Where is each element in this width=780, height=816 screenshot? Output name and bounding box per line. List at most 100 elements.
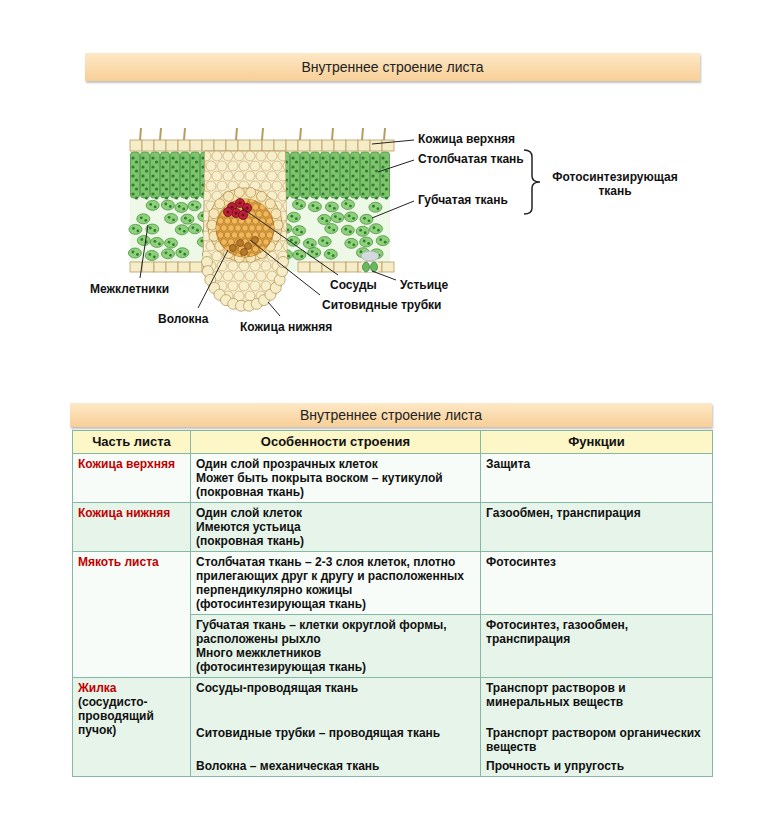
fiber-cell [273,204,280,211]
chloroplast [135,178,138,181]
chloroplast [375,169,378,172]
fiber-cell [249,253,256,260]
parenchyma-cell [256,311,266,321]
parenchyma-cell [256,171,266,181]
epidermis-cell [262,140,274,151]
chloroplast [365,196,368,199]
chloroplast [151,156,154,159]
chloroplast [181,165,184,168]
fiber-cell [263,239,270,246]
chloroplast [295,196,298,199]
chloroplast [321,217,324,220]
fiber-cell [273,218,280,225]
spongy-cell [161,249,174,259]
chloroplast [145,178,148,181]
chloroplast [361,183,364,186]
epidermis-cell [298,262,310,272]
table-cell-text: (покровная ткань) [196,534,475,548]
chloroplast [131,174,134,177]
parenchyma-cell [267,171,277,181]
part-label: Волокна [158,312,208,326]
parenchyma-cell [272,301,282,311]
fiber-cell [214,197,221,204]
chloroplast [385,160,388,163]
chloroplast [165,178,168,181]
chloroplast [132,227,135,230]
chloroplast [171,183,174,186]
chloroplast [191,183,194,186]
chloroplast [381,156,384,159]
fiber-cell [221,197,228,204]
chloroplast [192,226,195,229]
chloroplast [377,229,380,232]
chloroplast [171,156,174,159]
chloroplast [181,174,184,177]
chloroplast [291,156,294,159]
chloroplast [155,187,158,190]
chloroplast [185,187,188,190]
epidermis-cell [214,140,226,151]
chloroplast [185,196,188,199]
palisade-cell [151,152,160,198]
chloroplast [295,187,298,190]
chloroplast [185,178,188,181]
table-cell-text: Фотосинтез, газообмен, транспирация [486,618,707,646]
fiber-cell [270,197,277,204]
chloroplast [321,165,324,168]
spongy-cell [360,237,373,247]
chloroplast [375,187,378,190]
sieve-tube [230,245,237,252]
chloroplast [325,220,328,223]
chloroplast [363,217,366,220]
parenchyma-cell [256,151,266,161]
table-cell: Мякоть листа [73,552,191,678]
table-cell-text: Защита [486,457,707,471]
chloroplast [201,156,204,159]
chloroplast [365,160,368,163]
chloroplast [349,205,352,208]
parenchyma-cell [234,311,244,321]
chloroplast [375,160,378,163]
chloroplast [294,241,297,244]
chloroplast [145,160,148,163]
chloroplast [375,178,378,181]
chloroplast [171,174,174,177]
fiber-cell [249,197,256,204]
table-cell: Транспорт растворов и минеральных вещест… [481,678,713,777]
chloroplast [305,160,308,163]
spongy-cell [175,225,188,235]
chloroplast [381,174,384,177]
parenchyma-cell [289,251,299,261]
spongy-cell [293,200,306,210]
epidermis-cell [334,262,346,272]
table-cell-text: Газообмен, транспирация [486,506,707,520]
chloroplast [169,205,172,208]
chloroplast [355,169,358,172]
chloroplast [335,187,338,190]
fiber-cell [263,197,270,204]
leader-lines [140,140,540,316]
chloroplast [161,165,164,168]
chloroplast [175,187,178,190]
chloroplast [161,192,164,195]
chloroplast [148,253,151,256]
chloroplast [151,183,154,186]
parenchyma-cell [272,161,282,171]
table-cell-text: Транспорт раствором органических веществ [486,726,707,759]
fiber-cell [214,253,221,260]
epidermis-cell [310,262,322,272]
epidermis-cell [238,140,250,151]
vessel-lumen [245,206,248,209]
hair [384,128,385,140]
chloroplast [348,214,351,217]
chloroplast [371,156,374,159]
chloroplast [171,192,174,195]
table-cell-text: (покровная ткань) [196,485,475,499]
epidermis-cell [298,140,310,151]
parenchyma-cell [228,161,238,171]
chloroplast [341,156,344,159]
spongy-cell [325,202,338,212]
spongy-cell [176,248,189,258]
spongy-cell [324,249,337,259]
parenchyma-cell [223,151,233,161]
